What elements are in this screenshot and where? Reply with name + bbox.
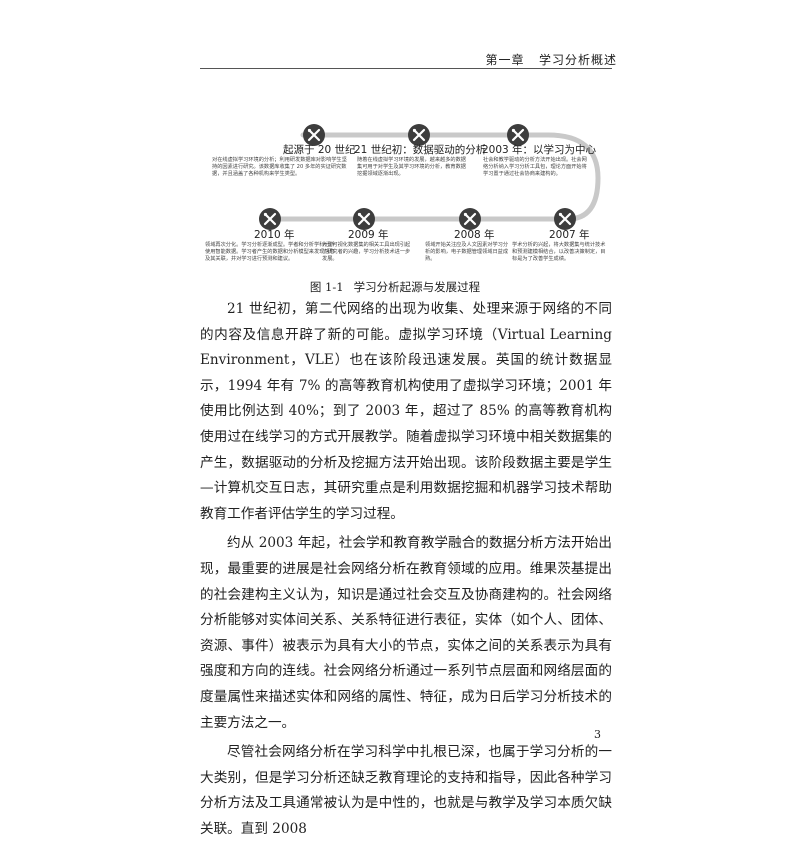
timeline-node-2007 <box>554 208 576 230</box>
timeline-node-2008 <box>459 208 481 230</box>
timeline-desc-2010: 领域再次分化。学习分析逐渐成型。学者和分析学科分析使用智能数据。学习者产生的数据… <box>205 242 335 262</box>
chapter-label: 第一章 <box>485 53 525 67</box>
figure-caption: 图 1-1 学习分析起源与发展过程 <box>0 279 800 295</box>
timeline-label-2003: 2003 年：以学习为中心 <box>482 144 597 156</box>
body-text: 21 世纪初，第二代网络的出现为收集、处理来源于网络的不同的内容及信息开辟了新的… <box>200 297 612 842</box>
timeline-label-21c: 21 世纪初：数据驱动的分析 <box>354 144 487 156</box>
tools-icon <box>511 128 525 142</box>
tools-icon <box>412 128 426 142</box>
timeline-label-2009: 2009 年 <box>348 229 389 241</box>
running-header: 第一章 学习分析概述 <box>486 51 617 68</box>
figure-title: 学习分析起源与发展过程 <box>353 280 481 294</box>
header-rule <box>200 68 612 69</box>
figure-number: 图 1-1 <box>309 280 344 294</box>
timeline-node-21c <box>408 124 430 146</box>
tools-icon <box>307 128 321 142</box>
timeline-node-20c <box>303 124 325 146</box>
timeline-label-2008: 2008 年 <box>454 229 495 241</box>
paragraph-2: 约从 2003 年起，社会学和教育教学融合的数据分析方法开始出现，最重要的进展是… <box>200 535 612 731</box>
tools-icon <box>463 212 477 226</box>
timeline-desc-2009: 大型可视化数据集的相关工具出现引起了研究者的兴趣，学习分析技术进一步发展。 <box>322 242 411 262</box>
timeline-label-2010: 2010 年 <box>254 229 295 241</box>
timeline-label-2007: 2007 年 <box>549 229 590 241</box>
timeline-desc-20c: 对在线虚拟学习环境的分析；利用研发数据库对影响学生坚持的因素进行研究。该数据库收… <box>212 157 347 177</box>
page-number: 3 <box>594 728 601 741</box>
tools-icon <box>558 212 572 226</box>
tools-icon <box>357 212 371 226</box>
paragraph-3: 尽管社会网络分析在学习科学中扎根已深，也属于学习分析的一大类别，但是学习分析还缺… <box>200 744 612 837</box>
tools-icon <box>263 212 277 226</box>
timeline-desc-2007: 学术分析的兴起，将大数据集与统计技术和预测建模相结合，以改善决策制定，目标是为了… <box>512 242 606 262</box>
paragraph-1: 21 世纪初，第二代网络的出现为收集、处理来源于网络的不同的内容及信息开辟了新的… <box>200 301 612 522</box>
timeline-node-2003 <box>507 124 529 146</box>
timeline-node-2010 <box>259 208 281 230</box>
timeline-label-20c: 起源于 20 世纪 <box>283 144 356 156</box>
timeline-node-2009 <box>353 208 375 230</box>
timeline-desc-2003: 社会和教学驱动的分析方法开始出现。社会网络分析纳入学习分析工具包，理论方面开始将… <box>483 157 587 177</box>
timeline-desc-21c: 随着在线虚拟学习环境的发展，越来越多的数据集可用于对学生及其学习环境的分析，教育… <box>357 157 466 177</box>
timeline-connector <box>265 132 601 222</box>
timeline-desc-2008: 领域开始关注应及人文因素对学习分析的影响，电子数据管理领域日益成熟。 <box>425 242 509 262</box>
chapter-title: 学习分析概述 <box>538 53 617 67</box>
